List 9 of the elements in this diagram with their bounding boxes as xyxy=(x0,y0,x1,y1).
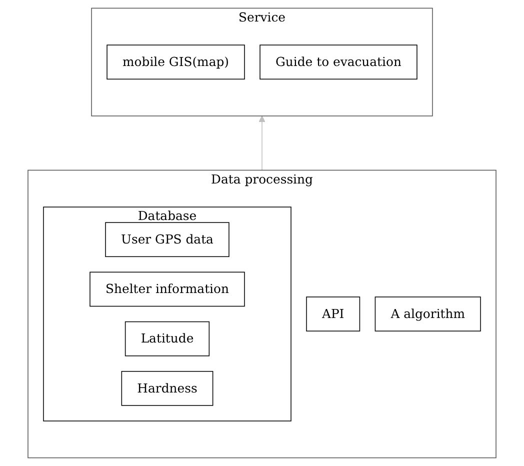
node-box: User GPS data xyxy=(105,222,230,258)
node-box: Latitude xyxy=(124,321,210,356)
arrow xyxy=(258,116,266,171)
node-box: Hardness xyxy=(121,370,214,406)
node-box: mobile GIS(map) xyxy=(106,44,245,80)
node-box: API xyxy=(306,296,360,332)
node-box: Guide to evacuation xyxy=(260,44,418,80)
node-box: A algorithm xyxy=(374,296,481,332)
node-box: Shelter information xyxy=(90,272,245,307)
